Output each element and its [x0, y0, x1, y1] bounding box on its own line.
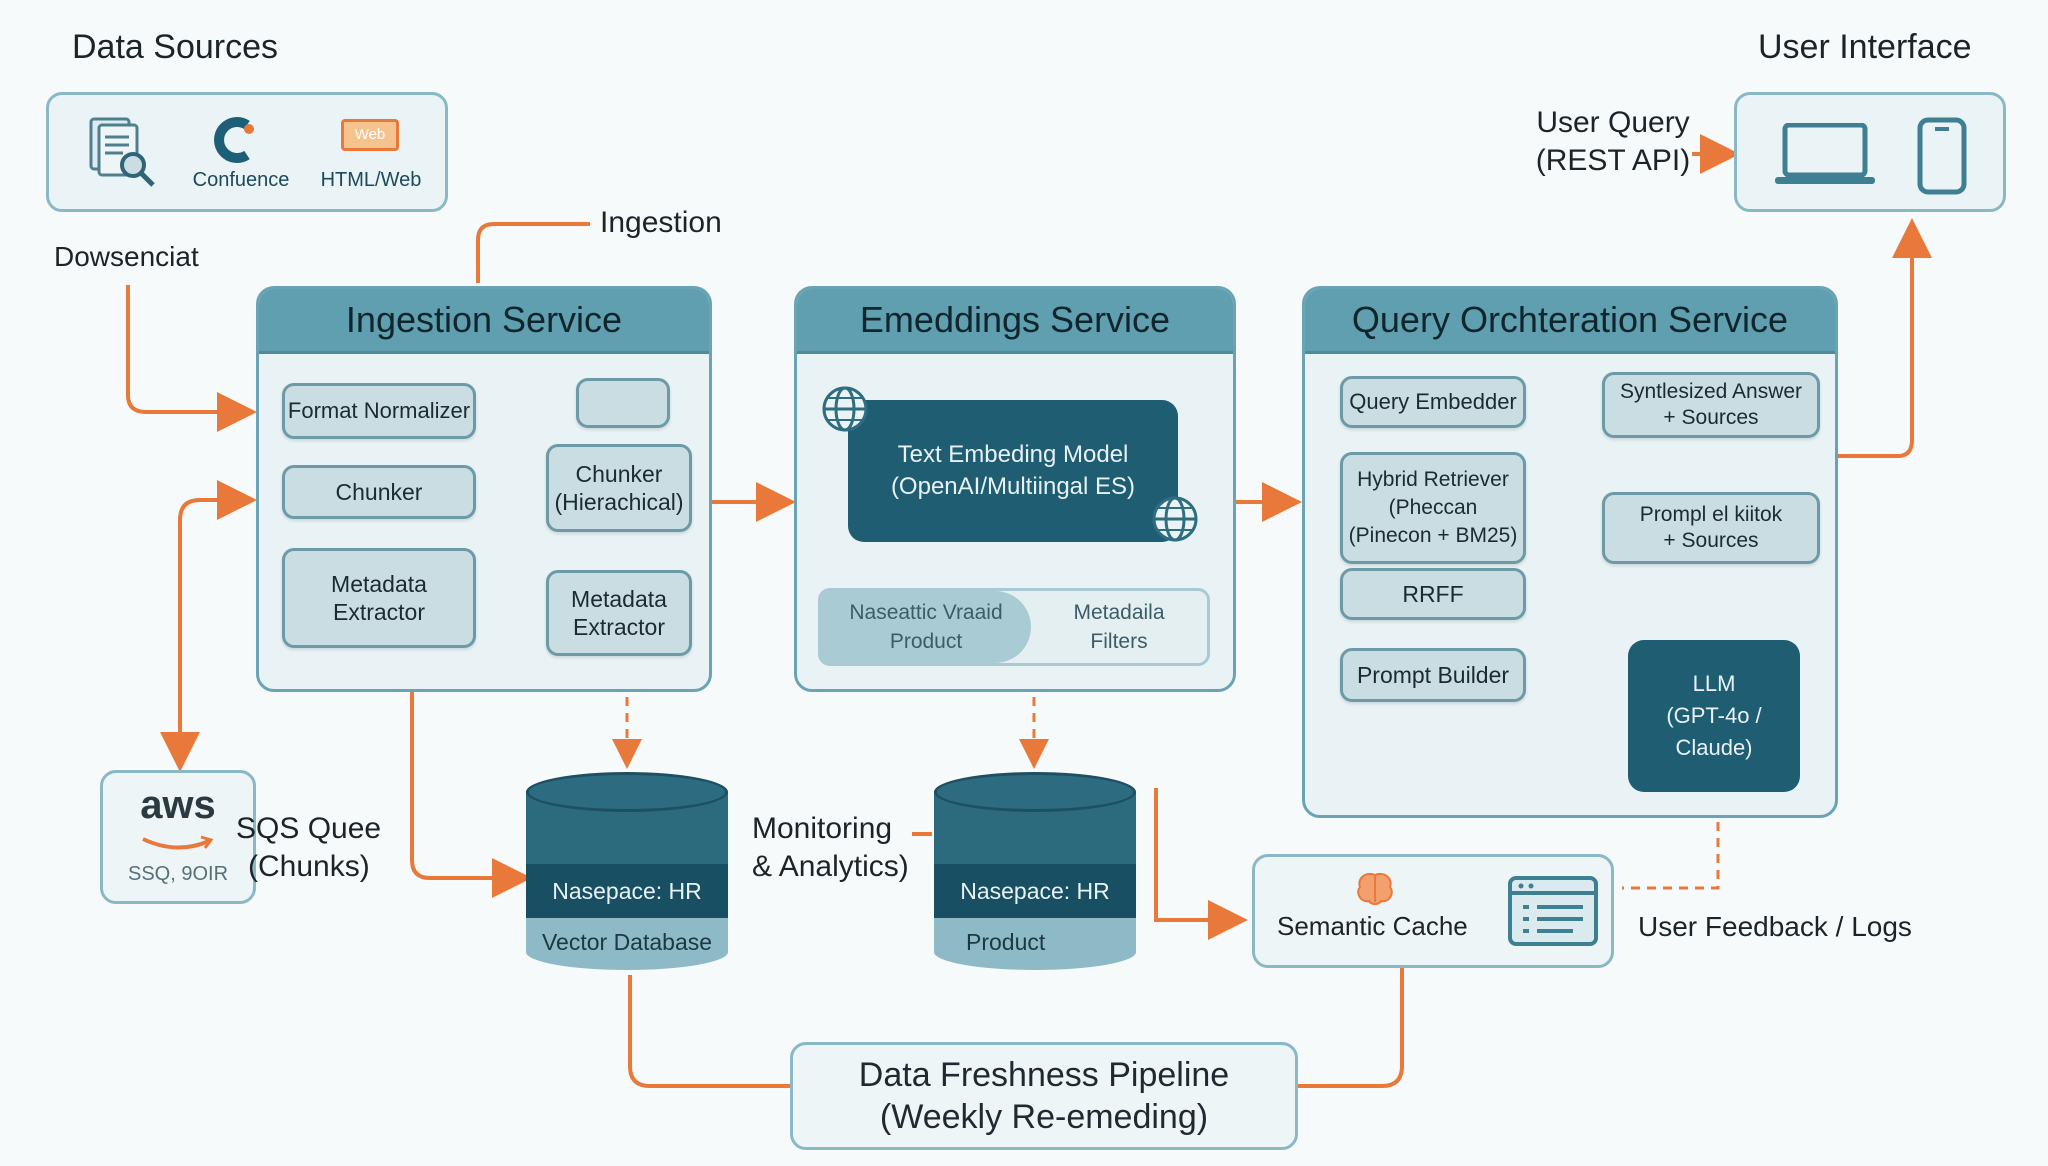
query-service-title: Query Orchteration Service [1305, 289, 1835, 354]
sqs-label: SQS Quee (Chunks) [236, 812, 382, 883]
web-icon: Web [341, 119, 399, 151]
product-db-namespace: Nasepace: HR [934, 864, 1136, 918]
product-database: Nasepace: HR Product [934, 772, 1136, 972]
aws-smile-icon [139, 835, 217, 858]
embedding-tabs: Naseattic Vraaid Product Metadaila Filte… [818, 588, 1210, 666]
chunker: Chunker [282, 465, 476, 519]
chunker-hierarchical: Chunker(Hierachical) [546, 444, 692, 532]
data-freshness-pipeline: Data Freshness Pipeline (Weekly Re-emedi… [790, 1042, 1298, 1150]
brain-icon [1355, 871, 1395, 912]
list-window-icon [1507, 875, 1599, 952]
laptop-icon [1775, 122, 1875, 190]
globe-icon [1150, 494, 1200, 549]
user-query-label: User Query (REST API) [1535, 106, 1691, 177]
prompt-builder: Prompt Builder [1340, 648, 1526, 702]
vector-db-namespace: Nasepace: HR [526, 864, 728, 918]
embeddings-service-title: Emeddings Service [797, 289, 1233, 354]
globe-icon [820, 384, 870, 439]
llm-node: LLM (GPT-4o / Claude) [1628, 640, 1800, 792]
vector-database: Nasepace: HR Vector Database [526, 772, 728, 972]
aws-panel: aws SSQ, 9OIR [100, 770, 256, 904]
prompt-kit: Prompl el kiitok+ Sources [1602, 492, 1820, 564]
format-normalizer: Format Normalizer [282, 383, 476, 439]
user-interface-heading: User Interface [1758, 28, 1972, 66]
aws-caption: SSQ, 9OIR [127, 863, 229, 885]
freshness-subtitle: (Weekly Re-emeding) [879, 1098, 1209, 1136]
freshness-title: Data Freshness Pipeline [858, 1056, 1230, 1094]
query-embedder: Query Embedder [1340, 376, 1526, 428]
text-embedding-model: Text Embeding Model (OpenAI/Multiingal E… [848, 400, 1178, 542]
namespace-tab[interactable]: Naseattic Vraaid Product [821, 591, 1031, 663]
user-interface-panel [1734, 92, 2006, 212]
product-db-label: Product [934, 918, 1136, 970]
monitoring-label: Monitoring & Analytics) [752, 812, 909, 883]
semantic-cache: Semantic Cache [1252, 854, 1614, 968]
metadata-filters-tab[interactable]: Metadaila Filters [1073, 601, 1165, 653]
document-search-icon [83, 113, 163, 193]
vector-db-label: Vector Database [526, 918, 728, 970]
ingestion-label: Ingestion [600, 206, 722, 239]
ingestion-service-title: Ingestion Service [259, 289, 709, 354]
confluence-label: Confuence [192, 169, 290, 191]
rrff: RRFF [1340, 568, 1526, 620]
dowsenciat-label: Dowsenciat [54, 241, 199, 272]
html-web-label: HTML/Web [320, 169, 422, 191]
mobile-icon [1917, 117, 1967, 200]
confluence-icon [211, 115, 261, 165]
semantic-cache-label: Semantic Cache [1277, 911, 1468, 941]
data-sources-panel: Confuence Web HTML/Web [46, 92, 448, 212]
user-feedback-label: User Feedback / Logs [1638, 911, 1912, 942]
data-sources-heading: Data Sources [72, 28, 278, 66]
aws-logo: aws [140, 783, 216, 827]
hybrid-retriever: Hybrid Retriever(Pheccan(Pinecon + BM25) [1340, 452, 1526, 564]
synthesized-answer: Syntlesized Answer+ Sources [1602, 372, 1820, 438]
empty-node [576, 378, 670, 428]
